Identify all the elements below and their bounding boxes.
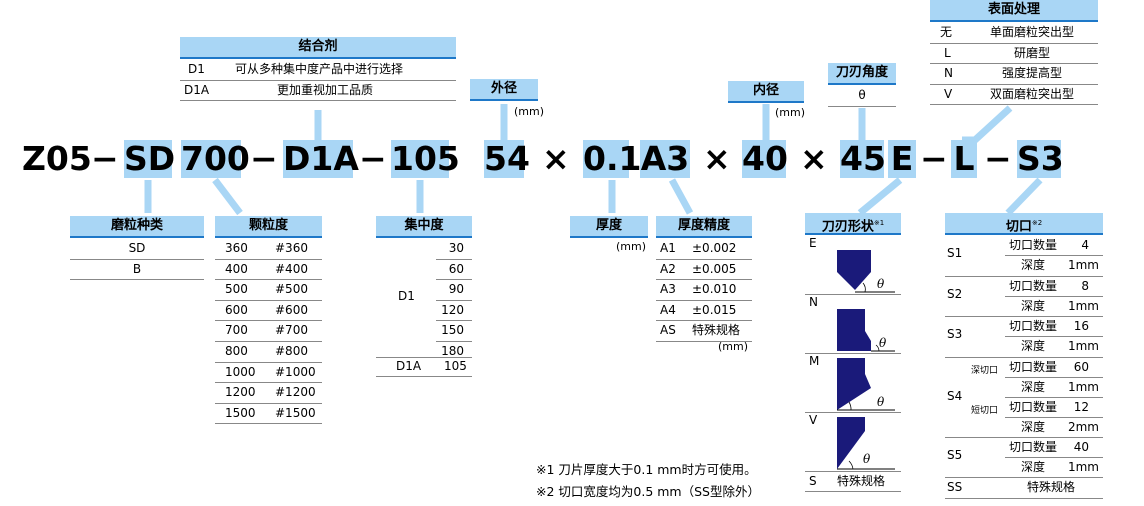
table-row: 1500#1500 [215,404,322,425]
code-prefix: Z05 [22,139,92,178]
blade-v-icon: θ [837,417,895,470]
table-row: A2±0.005 [656,260,752,281]
code-separator: − [984,139,1012,178]
svg-text:θ: θ [863,452,871,466]
table-row: 90 [436,280,472,301]
blade-e-icon: θ [837,250,895,293]
thickness-unit: (mm) [616,240,647,253]
grit-table-title: 颗粒度 [215,216,322,238]
table-row: 700#700 [215,321,322,342]
abrasive-table: SD B [70,239,204,281]
table-row: 800#800 [215,342,322,363]
table-row: A3±0.010 [656,280,752,301]
od-title: 外径 [470,79,538,101]
table-row: B [70,260,204,281]
od-unit: (mm) [514,105,545,118]
tolerance-unit: (mm) [718,340,749,353]
table-row: SD [70,239,204,260]
table-row: 60 [436,260,472,281]
table-row: D1A 105 [376,357,472,377]
table-row: 1200#1200 [215,383,322,404]
table-row: 1000#1000 [215,363,322,384]
code-times: × [703,139,731,178]
edge-shape-n: N θ [805,295,901,354]
footnote-1: ※1 刀片厚度大于0.1 mm时方可使用。 [536,462,757,477]
tolerance-table-title: 厚度精度 [656,216,752,238]
code-bond: D1A [283,139,359,178]
conc-group-label: D1 [398,289,415,303]
table-row: 180 [441,343,464,358]
table-row: 150 [436,321,472,342]
notch-table-title: 切口※2 [945,213,1103,235]
surface-table-title: 表面处理 [930,0,1098,22]
table-row: A1±0.002 [656,239,752,260]
table-row: 500#500 [215,280,322,301]
footnote-2: ※2 切口宽度均为0.5 mm（SS型除外） [536,484,760,499]
angle-symbol: θ [828,86,896,107]
edge-shape-v: V θ [805,413,901,472]
svg-text:θ: θ [879,336,887,350]
blade-n-icon: θ [837,309,895,352]
table-row: 400#400 [215,260,322,281]
conc-table-title: 集中度 [376,216,472,238]
id-title: 内径 [728,81,804,103]
id-unit: (mm) [775,106,806,119]
code-edge-shape: E [888,140,916,178]
thickness-title: 厚度 [570,216,648,238]
edge-table-title: 刀刃形状※1 [805,213,901,235]
bond-table-title: 结合剂 [180,37,456,59]
abrasive-table-title: 磨粒种类 [70,216,204,238]
code-separator: − [920,139,948,178]
code-separator: − [359,139,387,178]
code-grit: 700 [181,139,250,178]
code-separator: − [250,139,278,178]
code-surface: L [951,140,977,178]
code-thickness: 0.1 [583,139,642,178]
edge-shape-e: E θ [805,236,901,295]
code-abrasive: SD [124,139,176,178]
code-inner-diameter: 40 [742,139,788,178]
svg-text:θ: θ [877,395,885,409]
code-times: × [542,139,570,178]
table-row: 360#360 [215,239,322,260]
code-times: × [800,139,828,178]
code-edge-angle: 45 [840,139,886,178]
code-separator: − [91,139,119,178]
table-row: 600#600 [215,301,322,322]
table-row: 30 [436,239,472,260]
code-notch: S3 [1017,139,1064,178]
svg-text:θ: θ [877,277,885,291]
table-row: 无单面磨粒突出型 [930,23,1098,44]
code-concentration: 105 [391,139,460,178]
angle-title: 刀刃角度 [828,63,896,85]
blade-m-icon: θ [837,358,895,411]
code-tolerance: A3 [640,139,690,178]
code-outer-diameter: 54 [484,139,530,178]
table-row: S 特殊规格 [805,472,901,492]
edge-shape-m: M θ [805,354,901,413]
table-row: 120 [436,301,472,322]
table-row: A4±0.015 [656,301,752,322]
